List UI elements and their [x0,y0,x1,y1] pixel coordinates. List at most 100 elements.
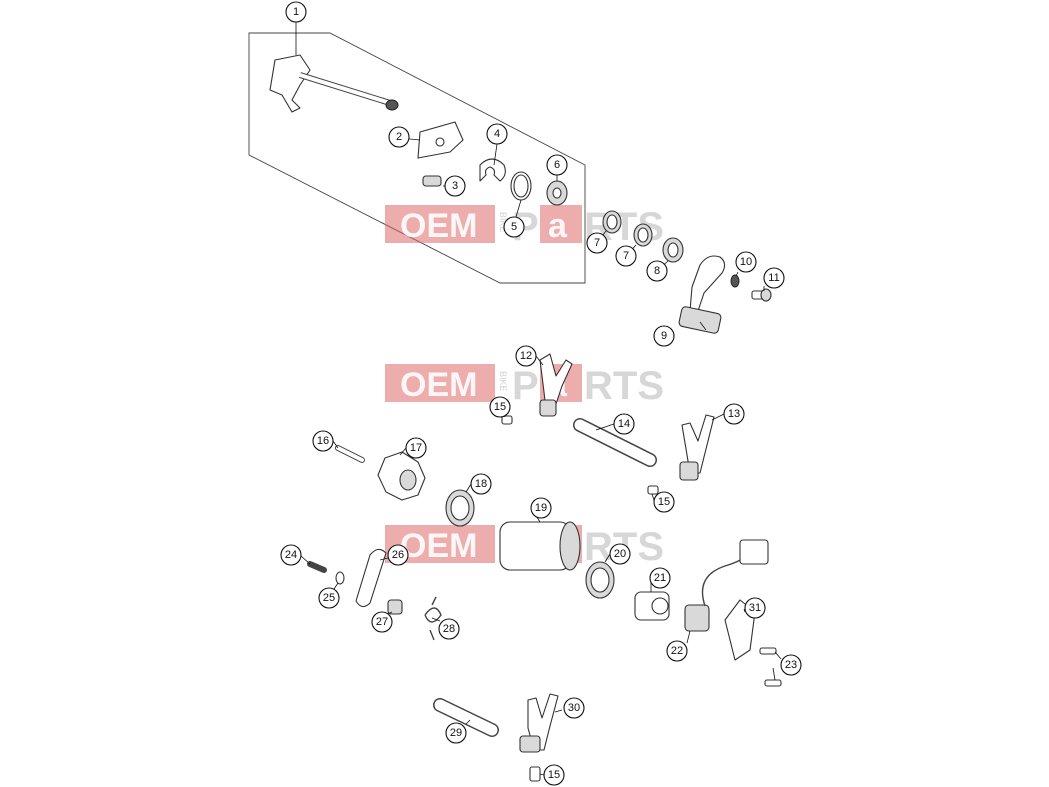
svg-text:15: 15 [494,401,506,413]
part-locking-plate [417,121,464,159]
svg-text:8: 8 [654,265,660,277]
part-shift-fork-30 [519,693,559,753]
callout-7a: 7 [586,232,608,254]
svg-text:15: 15 [658,496,670,508]
watermark-middle: OEM BIKE P a RTS [385,364,664,408]
part-fork-shaft-29 [433,698,499,737]
svg-text:13: 13 [728,408,740,420]
callout-3: 3 [444,175,466,197]
part-bushing [602,210,653,247]
part-sensor-screws [759,647,782,687]
callout-23: 23 [780,654,802,676]
part-shift-lever [678,255,726,334]
svg-text:31: 31 [749,602,761,614]
svg-text:2: 2 [396,131,402,143]
watermark-p: P [512,364,539,408]
svg-text:5: 5 [511,221,517,233]
part-guide-pin [501,415,659,782]
part-shift-drum [499,521,581,571]
part-locking-lever [355,548,387,608]
part-sleeve [387,599,403,615]
callout-31: 31 [744,597,766,619]
svg-text:29: 29 [450,727,462,739]
callout-20: 20 [609,543,631,565]
svg-text:18: 18 [475,478,487,490]
svg-text:20: 20 [614,548,626,560]
part-lever-bolt-24 [307,561,327,573]
part-lever-bolt [751,288,772,302]
svg-text:25: 25 [323,592,335,604]
callout-13: 13 [723,403,745,425]
watermark-a: a [548,207,568,245]
callout-14: 14 [613,413,635,435]
callout-2: 2 [388,126,410,148]
callout-15a: 15 [489,396,511,418]
svg-text:26: 26 [392,549,404,561]
part-shift-fork-13 [679,414,715,481]
svg-text:15: 15 [548,769,560,781]
svg-text:14: 14 [618,418,630,430]
part-shift-star [377,451,426,501]
callout-26: 26 [387,544,409,566]
svg-text:23: 23 [785,659,797,671]
callout-1: 1 [285,1,307,23]
svg-text:12: 12 [520,350,532,362]
part-gear-sensor [684,539,769,632]
callout-12: 12 [515,345,537,367]
part-sensor-housing [634,591,670,621]
part-clip [479,158,506,182]
watermark-top: OEM BIKE P a RTS [385,205,664,249]
svg-text:3: 3 [452,180,458,192]
part-circlip [510,171,532,201]
svg-text:7: 7 [623,250,629,262]
part-torsion-spring [424,596,442,641]
svg-text:1: 1 [293,6,299,18]
callout-5: 5 [503,216,525,238]
part-small-washer [730,274,740,288]
callout-25: 25 [318,587,340,609]
svg-text:11: 11 [768,272,779,284]
watermark-oem: OEM [400,527,477,565]
watermark-oem: OEM [400,366,477,404]
callout-27: 27 [371,611,393,633]
svg-text:17: 17 [410,442,422,454]
callout-11: 11 [763,267,785,289]
callout-18: 18 [470,473,492,495]
part-seal-ring [662,237,684,263]
callout-6: 6 [546,154,568,176]
part-drum-bearing-2 [585,561,615,599]
svg-text:10: 10 [740,256,752,268]
svg-text:9: 9 [661,330,667,342]
svg-text:30: 30 [568,702,580,714]
watermark-bike: BIKE [498,371,508,392]
svg-text:22: 22 [671,645,683,657]
svg-text:28: 28 [443,623,455,635]
svg-text:16: 16 [317,435,329,447]
callout-28: 28 [438,618,460,640]
callout-19: 19 [530,497,552,519]
svg-text:19: 19 [535,502,547,514]
svg-text:7: 7 [594,237,600,249]
svg-text:21: 21 [654,572,666,584]
part-shift-fork-12 [539,353,573,417]
callout-8: 8 [646,260,668,282]
callout-30: 30 [563,697,585,719]
part-shift-shaft [269,54,399,113]
part-washer-25 [335,571,345,585]
callout-4: 4 [486,123,508,145]
shift-shaft-frame [248,32,586,284]
part-washer [546,180,568,206]
part-fork-shaft [573,418,657,467]
callout-15c: 15 [543,764,565,786]
callout-9: 9 [653,325,675,347]
callout-22: 22 [666,640,688,662]
callout-16: 16 [312,430,334,452]
svg-text:6: 6 [554,159,560,171]
callout-17: 17 [405,437,427,459]
part-drum-bolt [335,445,365,463]
callout-10: 10 [735,251,757,273]
callout-7b: 7 [615,245,637,267]
callout-15b: 15 [653,491,675,513]
svg-text:4: 4 [494,128,500,140]
